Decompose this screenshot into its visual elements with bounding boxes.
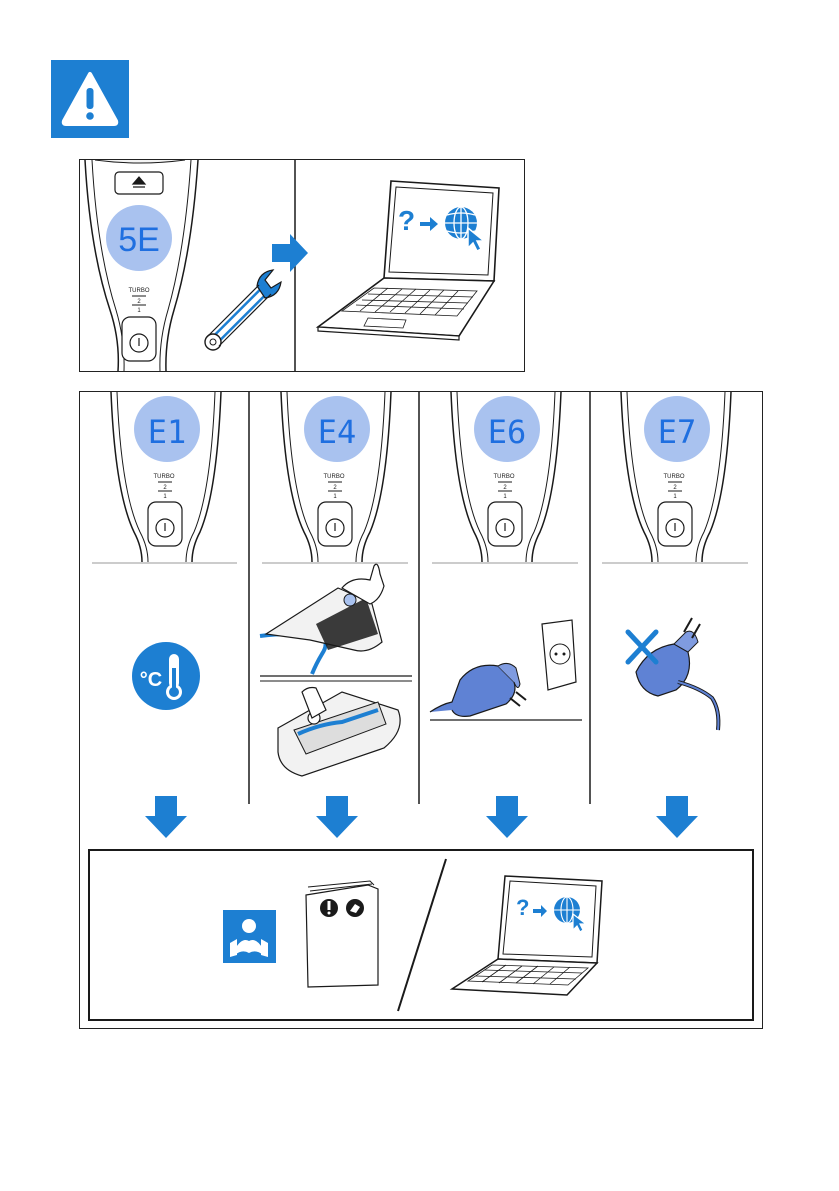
question-mark-icon: ? — [398, 205, 415, 236]
arrow-down-icon — [316, 796, 358, 838]
speed-1-label: 1 — [137, 308, 141, 314]
wrench-icon — [205, 270, 281, 350]
top-panel: 5E TURBO 2 1 — [79, 159, 525, 372]
laptop-icon: ? — [452, 876, 602, 995]
bottom-panel: ? — [88, 849, 754, 1021]
read-manual-icon — [223, 910, 276, 963]
laptop-icon: ? — [318, 181, 499, 340]
charger-crossed-icon — [628, 618, 718, 730]
error-code-e4: E4 — [318, 413, 357, 451]
error-code-e7: E7 — [658, 413, 697, 451]
temperature-icon: °C — [132, 642, 200, 710]
warning-triangle-icon — [51, 60, 129, 138]
error-code-e1: E1 — [148, 413, 187, 451]
error-panel-e1: E1 °C — [92, 392, 237, 710]
manual-booklet-icon — [306, 881, 378, 987]
error-code-display: 5E — [118, 221, 160, 259]
error-panel-e7: E7 — [602, 392, 748, 730]
temp-unit-label: °C — [140, 669, 162, 691]
error-panel-e6: E6 — [430, 392, 582, 720]
charger-socket-icon — [430, 620, 582, 720]
question-mark-icon: ? — [516, 895, 529, 920]
handle-illustration: 5E TURBO 2 1 — [85, 160, 198, 371]
arrow-down-icon — [145, 796, 187, 838]
error-panel-e4: E4 — [260, 392, 412, 776]
top-panel-illustration: 5E TURBO 2 1 — [80, 160, 524, 371]
bottom-panel-illustration: ? — [90, 851, 752, 1019]
turbo-label: TURBO — [129, 288, 150, 294]
arrow-down-icon — [656, 796, 698, 838]
arrow-right-icon — [272, 234, 308, 272]
error-code-e6: E6 — [488, 413, 527, 451]
warning-badge — [51, 60, 129, 138]
floor-nozzle-icon — [260, 564, 412, 776]
arrow-down-icon — [486, 796, 528, 838]
speed-2-label: 2 — [137, 299, 141, 305]
